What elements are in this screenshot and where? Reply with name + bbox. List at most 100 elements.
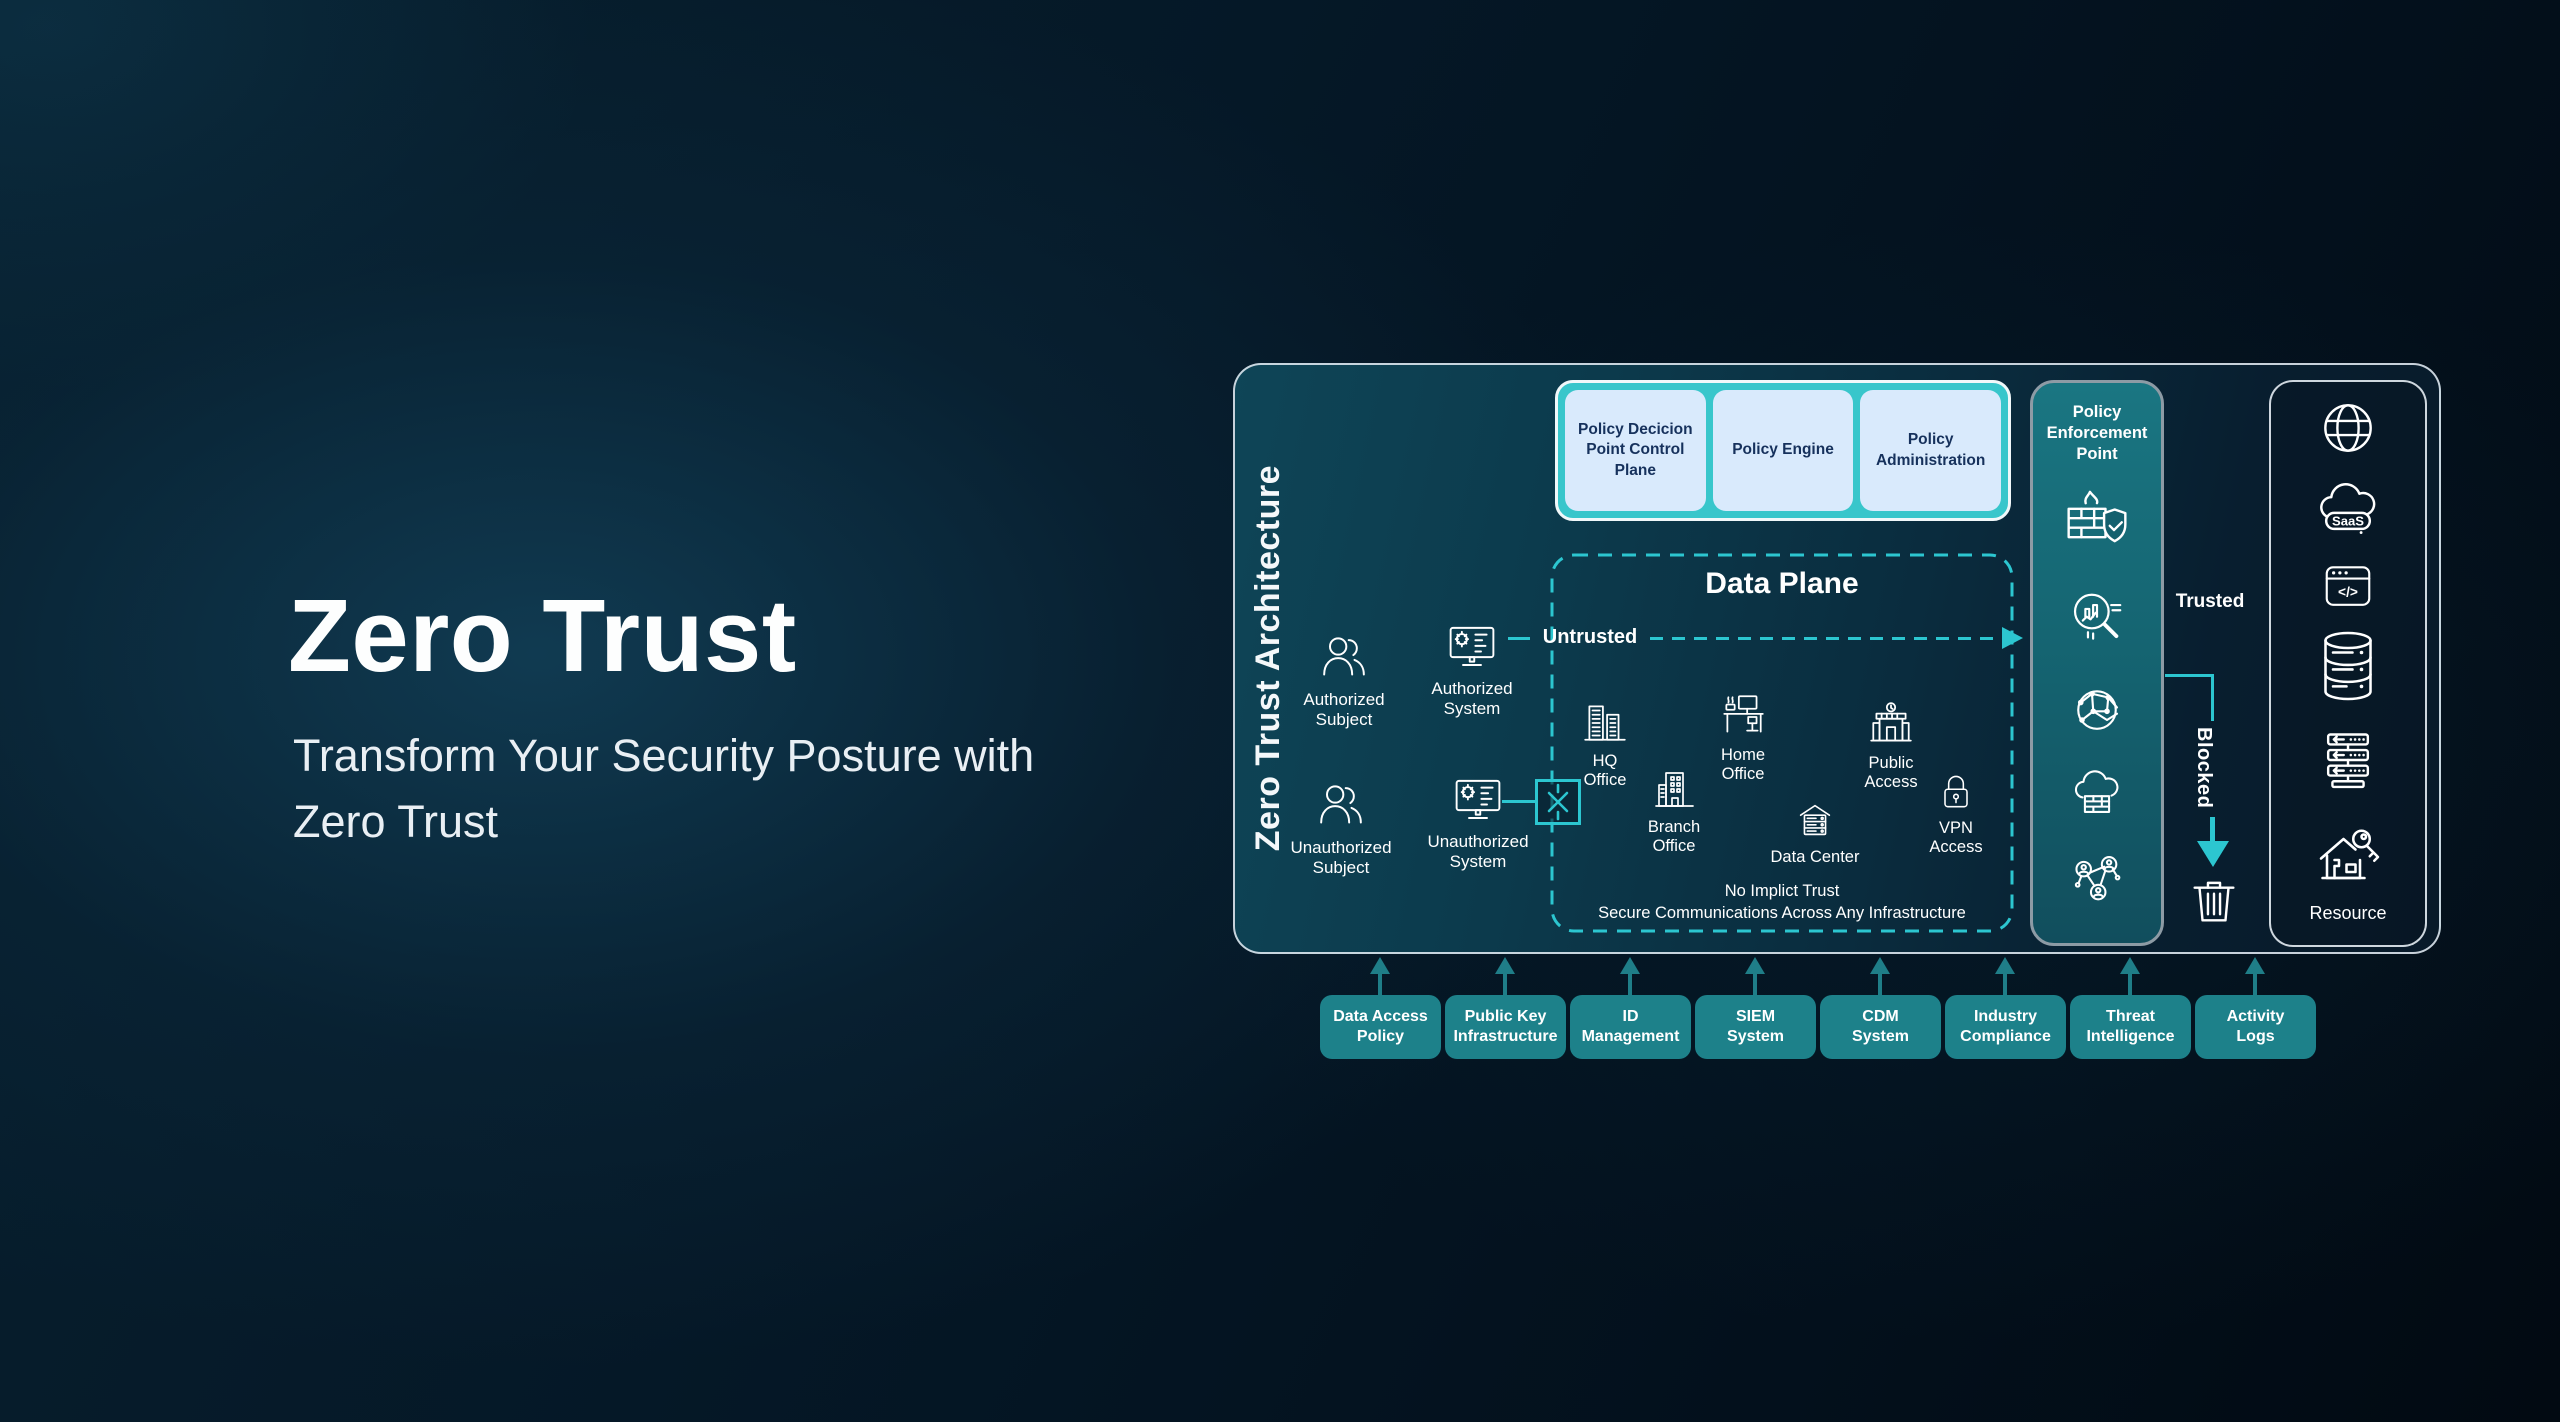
- vpn-lock-icon: [1934, 770, 1978, 814]
- actor-label: System: [1443, 699, 1501, 718]
- input-cdm-system: CDM System: [1820, 995, 1941, 1059]
- input-label: Infrastructure: [1453, 1028, 1558, 1045]
- users-icon: [1313, 777, 1369, 833]
- node-public-access: Public Access: [1835, 699, 1947, 792]
- right-arrow-icon: [2002, 627, 2023, 649]
- firewall-shield-icon: [2063, 489, 2131, 557]
- hero-title: Zero Trust: [288, 578, 797, 693]
- node-label: Home: [1720, 746, 1765, 764]
- no-implicit-trust-text: No Implict Trust: [1724, 882, 1840, 900]
- trash-icon: [2185, 872, 2243, 930]
- input-label: Public Key: [1464, 1008, 1547, 1025]
- resource-label: Resource: [2309, 903, 2387, 923]
- data-plane-title: Data Plane: [1705, 567, 1859, 600]
- input-label: Industry: [1973, 1008, 2038, 1025]
- up-arrow-stem: [2003, 973, 2007, 996]
- policy-decision-point-container: Policy Decicion Point Control Plane Poli…: [1555, 380, 2011, 521]
- data-plane-footer: No Implict Trust Secure Communications A…: [1550, 880, 2014, 924]
- up-arrow-icon: [1995, 957, 2015, 974]
- blocked-label: Blocked: [2193, 727, 2215, 809]
- network-mesh-icon: [2067, 680, 2127, 740]
- input-label: Activity: [2226, 1008, 2285, 1025]
- input-label: Policy: [1356, 1028, 1405, 1045]
- node-label: Access: [1929, 838, 1983, 856]
- actor-authorized-subject: Authorized Subject: [1281, 629, 1407, 730]
- input-label: Management: [1581, 1028, 1680, 1045]
- saas-badge-text: SaaS: [2332, 513, 2364, 528]
- data-center-icon: [1792, 797, 1838, 843]
- untrusted-connector-dash: [1508, 637, 1530, 640]
- actor-label: Authorized: [1303, 690, 1385, 709]
- user-network-icon: [2068, 851, 2126, 909]
- node-label: VPN: [1939, 819, 1973, 837]
- policy-decision-point-box: Policy Decicion Point Control Plane: [1565, 390, 1706, 511]
- node-label: Office: [1583, 771, 1627, 789]
- threat-scan-magnifier-icon: [2066, 587, 2128, 649]
- up-arrow-icon: [2120, 957, 2140, 974]
- node-label: Branch: [1647, 818, 1701, 836]
- workstation-icon: [1445, 620, 1499, 674]
- input-label: CDM: [1862, 1008, 1899, 1025]
- up-arrow-icon: [2245, 957, 2265, 974]
- actor-label: Subject: [1312, 858, 1370, 877]
- up-arrow-icon: [1620, 957, 1640, 974]
- node-label: HQ: [1592, 752, 1618, 770]
- saas-cloud-icon: SaaS: [2313, 478, 2383, 542]
- home-key-icon: [2312, 818, 2384, 890]
- node-hq-office: HQ Office: [1550, 697, 1660, 790]
- server-rack-icon: [2314, 726, 2382, 794]
- up-arrow-stem: [1628, 973, 1632, 996]
- input-label: Compliance: [1960, 1028, 2051, 1045]
- node-home-office: Home Office: [1687, 691, 1799, 784]
- actor-label: System: [1449, 852, 1507, 871]
- input-siem-system: SIEM System: [1695, 995, 1816, 1059]
- input-label: System: [1852, 1028, 1909, 1045]
- up-arrow-stem: [1503, 973, 1507, 996]
- input-label: Intelligence: [2086, 1028, 2175, 1045]
- actor-authorized-system: Authorized System: [1412, 620, 1532, 719]
- public-access-building-icon: [1866, 699, 1916, 749]
- input-label: SIEM: [1735, 1008, 1776, 1025]
- node-vpn-access: VPN Access: [1900, 770, 2012, 857]
- node-label: Public: [1868, 754, 1914, 772]
- node-label: Access: [1864, 773, 1918, 791]
- home-office-desk-icon: [1718, 691, 1768, 741]
- pep-title: Policy Enforcement Point: [2046, 403, 2148, 464]
- input-label: System: [1727, 1028, 1784, 1045]
- node-branch-office: Branch Office: [1618, 765, 1730, 856]
- up-arrow-stem: [1753, 973, 1757, 996]
- actor-label: Unauthorized: [1427, 832, 1529, 851]
- cloud-firewall-icon: [2068, 766, 2126, 824]
- trusted-label: Trusted: [2175, 591, 2245, 612]
- actor-label: Unauthorized: [1290, 838, 1392, 857]
- input-label: Data Access: [1333, 1008, 1428, 1025]
- policy-administration-box: Policy Administration: [1860, 390, 2002, 511]
- input-label: Logs: [2236, 1028, 2275, 1045]
- policy-enforcement-point-column: Policy Enforcement Point: [2030, 380, 2164, 946]
- blocked-path-vertical: [2211, 674, 2214, 721]
- hq-buildings-icon: [1580, 697, 1630, 747]
- users-icon: [1316, 629, 1372, 685]
- node-label: Office: [1652, 837, 1696, 855]
- up-arrow-stem: [1878, 973, 1882, 996]
- up-arrow-icon: [1745, 957, 1765, 974]
- resource-column: SaaS </>: [2269, 380, 2427, 947]
- hero-subtitle: Transform Your Security Posture with Zer…: [293, 730, 1035, 847]
- actor-unauthorized-system: Unauthorized System: [1416, 773, 1540, 872]
- actor-label: Authorized: [1431, 679, 1513, 698]
- untrusted-dashed-line: [1650, 637, 2002, 640]
- untrusted-label: Untrusted: [1542, 626, 1638, 648]
- actor-unauthorized-subject: Unauthorized Subject: [1275, 777, 1407, 878]
- up-arrow-icon: [1870, 957, 1890, 974]
- web-app-code-icon: </>: [2318, 556, 2378, 616]
- down-arrow-head: [2197, 841, 2229, 867]
- input-label: Threat: [2106, 1008, 2155, 1025]
- node-label: Data Center: [1770, 848, 1860, 866]
